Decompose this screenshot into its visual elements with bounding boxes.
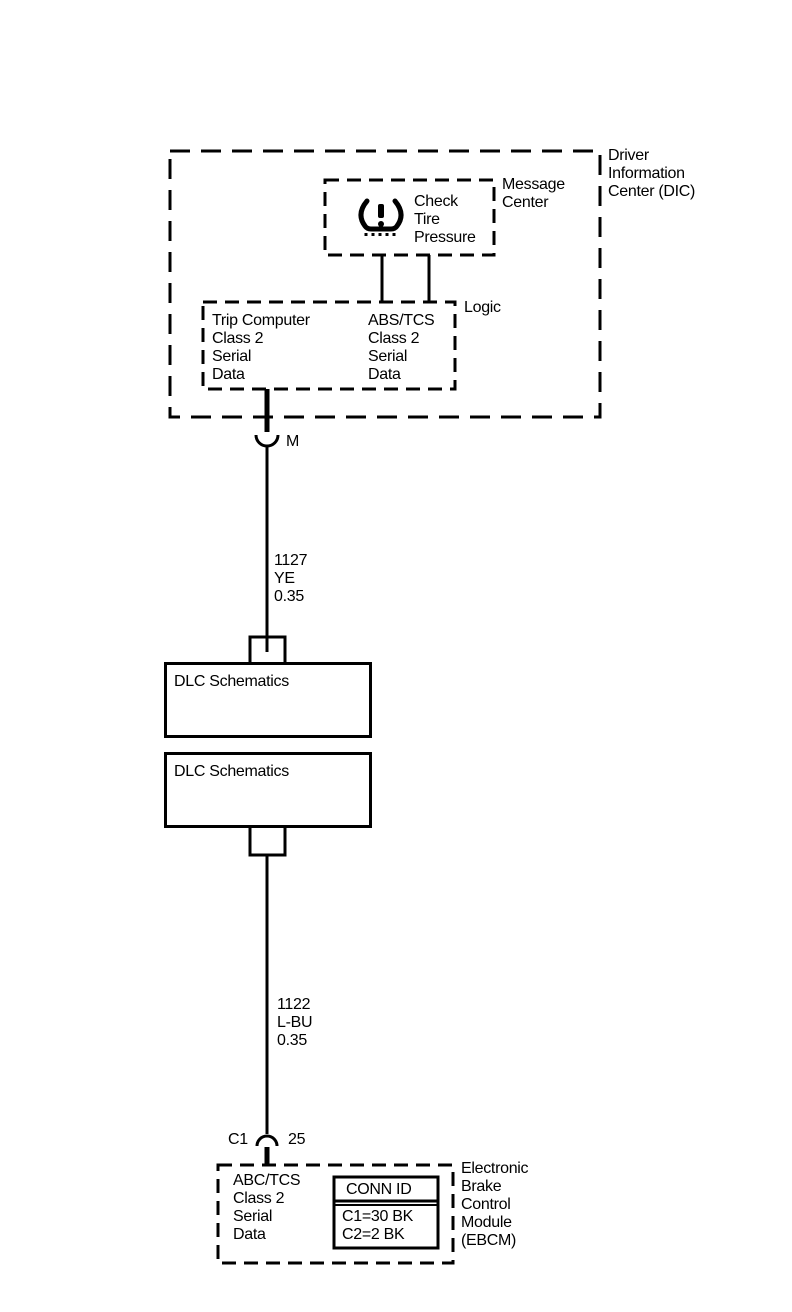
connector-m-label: M xyxy=(286,433,300,450)
dlc-top-label: DLC Schematics xyxy=(174,673,289,690)
wire-1122-label: 1122 L-BU 0.35 xyxy=(277,996,313,1050)
ebcm-serial-data-label: ABC/TCS Class 2 Serial Data xyxy=(233,1172,301,1243)
message-center-label: Message Center xyxy=(502,176,565,211)
wire-1127-color: YE xyxy=(274,570,295,587)
wire-1127-gauge: 0.35 xyxy=(274,588,304,605)
connector-m-symbol xyxy=(254,434,280,448)
conn-id-title: CONN ID xyxy=(346,1181,412,1198)
logic-dashed-border xyxy=(201,300,457,391)
conn-id-table-border xyxy=(332,1175,440,1250)
trip-computer-serial-data-label: Trip Computer Class 2 Serial Data xyxy=(212,312,310,383)
dic-label: Driver Information Center (DIC) xyxy=(608,147,696,200)
wire-1127-circuit: 1127 xyxy=(274,552,308,569)
dlc-bottom-label: DLC Schematics xyxy=(174,763,289,780)
message-center-dashed-border xyxy=(323,178,496,257)
connector-c1-pin-label: 25 xyxy=(288,1131,306,1148)
wire-1122-color: L-BU xyxy=(277,1014,313,1031)
dlc-top-bracket xyxy=(248,635,287,663)
dic-dashed-border xyxy=(168,149,602,419)
wire-1127-label: 1127 YE 0.35 xyxy=(274,552,308,606)
dlc-schematics-box-top[interactable] xyxy=(164,662,372,738)
abs-tcs-serial-data-label: ABS/TCS Class 2 Serial Data xyxy=(368,312,435,383)
dlc-bottom-bracket xyxy=(248,828,287,857)
dlc-schematics-box-bottom[interactable] xyxy=(164,752,372,828)
connector-c1-symbol xyxy=(255,1134,279,1147)
ebcm-dashed-border xyxy=(216,1163,455,1265)
wire-1122-gauge: 0.35 xyxy=(277,1032,307,1049)
conn-id-entries: C1=30 BK C2=2 BK xyxy=(342,1208,413,1243)
connector-c1-label: C1 xyxy=(228,1131,248,1148)
check-tire-pressure-text: Check Tire Pressure xyxy=(414,193,476,246)
wire-1122-circuit: 1122 xyxy=(277,996,311,1013)
ebcm-label: Electronic Brake Control Module (EBCM) xyxy=(461,1160,529,1249)
logic-label: Logic xyxy=(464,299,501,316)
tire-pressure-warning-icon xyxy=(358,198,404,236)
